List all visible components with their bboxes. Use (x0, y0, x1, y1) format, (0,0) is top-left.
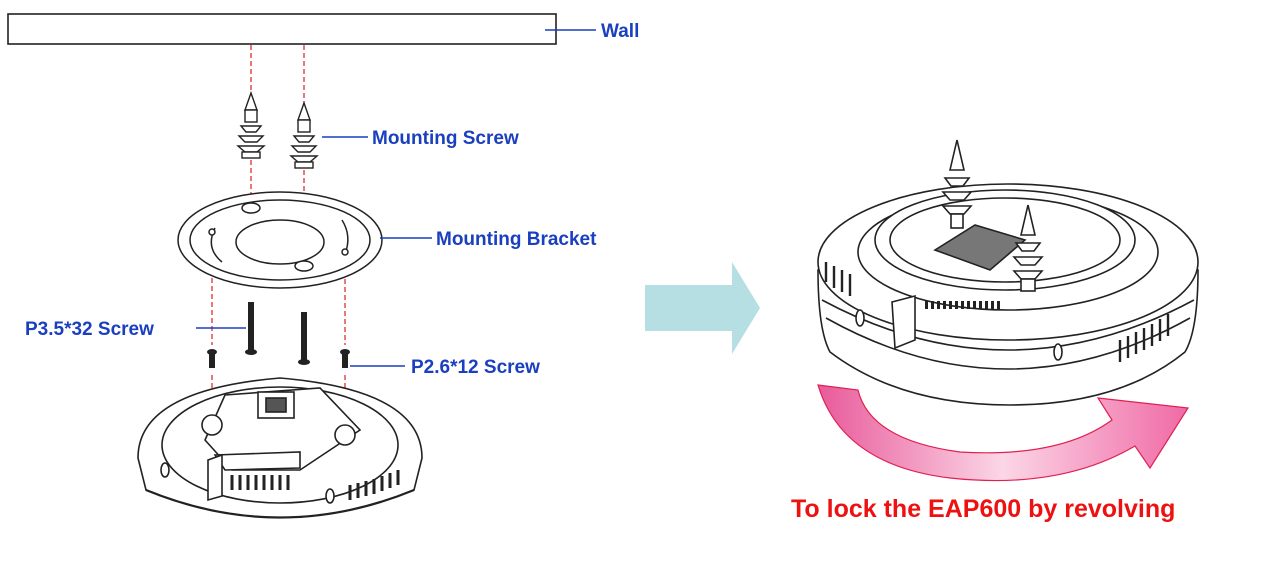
p35-screw-right (298, 312, 310, 365)
step-arrow (645, 262, 760, 354)
p35-screw-left (245, 302, 257, 355)
mounting-screw-left (238, 93, 264, 158)
wall-label: Wall (601, 21, 639, 42)
access-point-mounted (818, 140, 1198, 405)
access-point-bottom (138, 378, 422, 518)
p26-screw-label: P2.6*12 Screw (411, 357, 540, 378)
mounted-view: To lock the EAP600 by revolving (791, 140, 1198, 523)
caption: To lock the EAP600 by revolving (791, 495, 1175, 523)
p26-screw-right (340, 349, 350, 368)
wall (8, 14, 556, 44)
mounting-screw-label: Mounting Screw (372, 128, 519, 149)
exploded-view: Wall Moun (8, 14, 639, 518)
mounting-bracket-label: Mounting Bracket (436, 229, 597, 250)
p35-screw-label: P3.5*32 Screw (25, 319, 154, 340)
mounting-screw-right (291, 103, 317, 168)
p26-screw-left (207, 349, 217, 368)
mounting-bracket (178, 192, 382, 288)
